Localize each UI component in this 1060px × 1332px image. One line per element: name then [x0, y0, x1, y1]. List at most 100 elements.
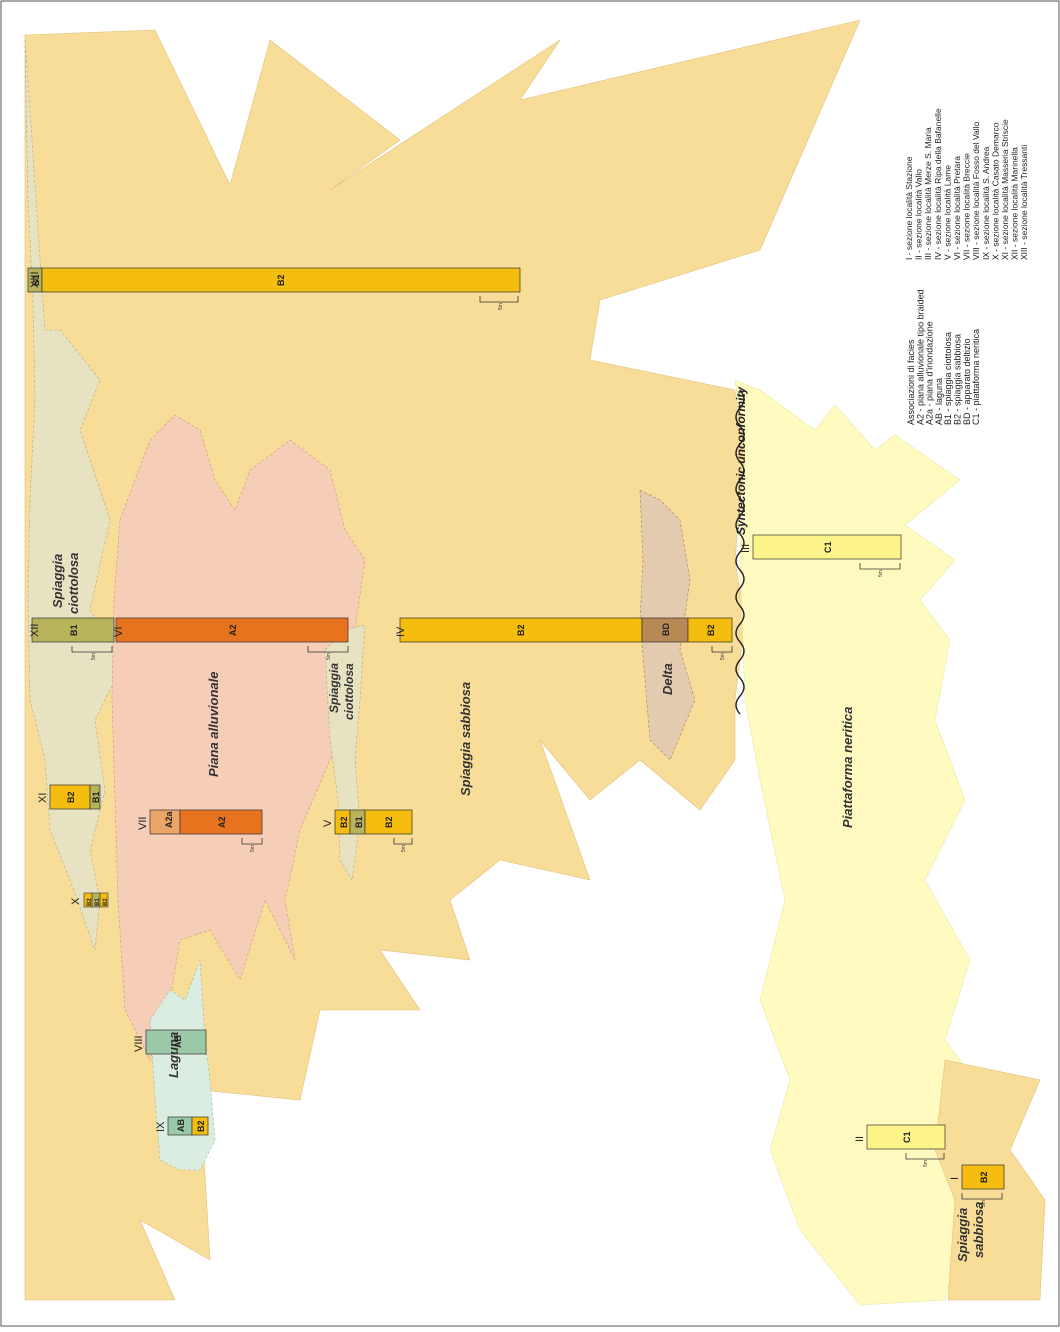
- legend-section-line-4: V - sezione località Lame: [942, 165, 952, 260]
- scale-label-v: 5m: [401, 845, 407, 852]
- legend-section-line-5: VI - sezione località Pretara: [952, 156, 962, 260]
- legend-section-line-10: XI - sezione località Masseria Striscie: [1000, 119, 1010, 260]
- code-iv-bd: BD: [661, 623, 671, 636]
- legend-section-line-3: IV - sezione località Ripa della Bafanel…: [933, 108, 943, 260]
- legend-section-line-12: XIII - sezione località Tressanti: [1019, 145, 1029, 260]
- scale-label-iv: 5m: [720, 653, 726, 660]
- code-xi-b2: B2: [66, 791, 76, 803]
- col-iv-b2-upper: [399, 617, 643, 643]
- label-spiaggia-ciottolosa-mid-1: Spiaggia: [327, 663, 341, 713]
- legend-section-line-0: I - sezione località Stazione: [904, 156, 914, 260]
- code-x-b2-upper: B2: [87, 898, 93, 906]
- section-i: I: [949, 1177, 961, 1180]
- col-iv-b2-lower: [687, 617, 733, 643]
- spiaggia-sabbiosa-body: [24, 19, 861, 1301]
- code-v-b1: B1: [354, 816, 364, 828]
- label-unconformity: Syntectonic unconformity: [734, 386, 748, 535]
- col-i-b2: [961, 1164, 1005, 1190]
- scale-label-i: 5m: [981, 1200, 987, 1207]
- section-vi: VI: [113, 627, 125, 637]
- col-ii-c1: [866, 1124, 946, 1150]
- scale-label-xiii: 5m: [498, 303, 504, 310]
- scale-label-vii: 5m: [250, 845, 256, 852]
- legend-facies-line-6: BD - apparato deltizio: [962, 338, 972, 425]
- legend-facies-line-4: B1 - spiaggia ciottolosa: [943, 332, 953, 425]
- legend-facies-line-1: A2 - piana alluvionale tipo braided: [915, 289, 925, 425]
- code-viii-ab: AB: [173, 1035, 183, 1048]
- code-x-b2-lower: B2: [103, 898, 109, 906]
- section-xi: XI: [37, 793, 49, 803]
- label-spiaggia-sabbiosa-bottom-2: sabbiosa: [971, 1202, 986, 1258]
- code-iii-c1: C1: [823, 541, 833, 553]
- code-iv-b2-lower: B2: [706, 624, 716, 636]
- code-i-b2: B2: [979, 1171, 989, 1183]
- code-ii-c1: C1: [902, 1131, 912, 1143]
- col-xi-b1: [89, 784, 101, 810]
- legend-section-line-8: IX - sezione località S. Andrea: [981, 146, 991, 260]
- col-vii-a2: [179, 809, 263, 835]
- scale-label-vi: 5m: [326, 653, 332, 660]
- code-vii-a2: A2: [217, 816, 227, 828]
- col-xii-b1: [31, 617, 115, 643]
- section-iii: III: [740, 544, 752, 553]
- label-spiaggia-sabbiosa: Spiaggia sabbiosa: [458, 682, 473, 796]
- legend-section-line-2: III - sezione località Merze S. Maria: [923, 127, 933, 260]
- col-vi-a2: [115, 617, 349, 643]
- scale-bars: [71, 296, 1003, 1200]
- code-xiii-b2: B2: [276, 274, 286, 286]
- col-x-b2-lower: [99, 892, 109, 908]
- code-v-b2-upper: B2: [339, 816, 349, 828]
- label-piana-alluvionale: Piana alluvionale: [206, 672, 221, 778]
- col-viii-ab: [145, 1029, 207, 1055]
- legend-section-line-1: II - sezione località Vallo: [914, 169, 924, 260]
- legend-facies-line-7: C1 - piattaforma neritica: [971, 329, 981, 425]
- label-spiaggia-ciottolosa-top-1: Spiaggia: [50, 554, 65, 608]
- label-piattaforma-neritica: Piattaforma neritica: [840, 707, 855, 828]
- label-spiaggia-ciottolosa-top-2: ciottolosa: [66, 553, 81, 614]
- legend-facies-line-3: AB - laguna: [934, 378, 944, 425]
- col-iii-c1: [752, 534, 902, 560]
- section-x: X: [70, 897, 82, 905]
- legend-facies-line-2: A2a - piana d'inondazione: [925, 321, 935, 425]
- section-ii: II: [854, 1136, 866, 1142]
- code-v-b2-lower: B2: [384, 816, 394, 828]
- code-vii-a2a: A2a: [164, 810, 174, 828]
- unconformity-line: [735, 389, 745, 715]
- label-laguna: Laguna: [166, 1032, 181, 1078]
- section-iv: IV: [395, 626, 407, 637]
- code-xii-b1: B1: [69, 624, 79, 636]
- code-xiii-b1: B1: [31, 274, 41, 286]
- section-xii: XII: [29, 624, 41, 637]
- legend-section-line-6: VII - sezione località Breccie: [962, 153, 972, 260]
- piana-alluvionale-body: [111, 414, 366, 1061]
- label-spiaggia-ciottolosa-mid-2: ciottolosa: [342, 663, 356, 720]
- label-spiaggia-sabbiosa-bottom-1: Spiaggia: [955, 1208, 970, 1262]
- code-iv-b2-upper: B2: [516, 624, 526, 636]
- code-ix-ab: AB: [176, 1119, 186, 1132]
- col-v-b2-lower: [364, 809, 413, 835]
- code-xi-b1: B1: [91, 791, 101, 803]
- code-vi-a2: A2: [228, 624, 238, 636]
- legend-facies-line-0: Associazioni di facies: [906, 339, 916, 425]
- col-xiii-b2: [41, 267, 521, 293]
- legend-section-line-9: X - sezione località Casato Demarco: [990, 122, 1000, 260]
- section-xiii: XIII: [29, 271, 41, 288]
- legend-facies-line-5: B2 - spiaggia sabbiosa: [953, 334, 963, 425]
- label-delta: Delta: [660, 663, 675, 695]
- scale-label-iii: 5m: [878, 570, 884, 577]
- section-ix: IX: [155, 1121, 167, 1132]
- scale-label-ii: 5m: [923, 1160, 929, 1167]
- col-ix-b2: [191, 1116, 209, 1136]
- scale-label-xii: 5m: [91, 653, 97, 660]
- col-vii-a2a: [149, 809, 181, 835]
- code-x-b1: B1: [95, 898, 101, 906]
- spiaggia-ciottolosa-top-body: [24, 39, 126, 951]
- legend-section-line-7: VIII - sezione località Fosso del Vallo: [971, 121, 981, 260]
- section-vii: VII: [137, 817, 149, 830]
- col-xi-b2: [49, 784, 91, 810]
